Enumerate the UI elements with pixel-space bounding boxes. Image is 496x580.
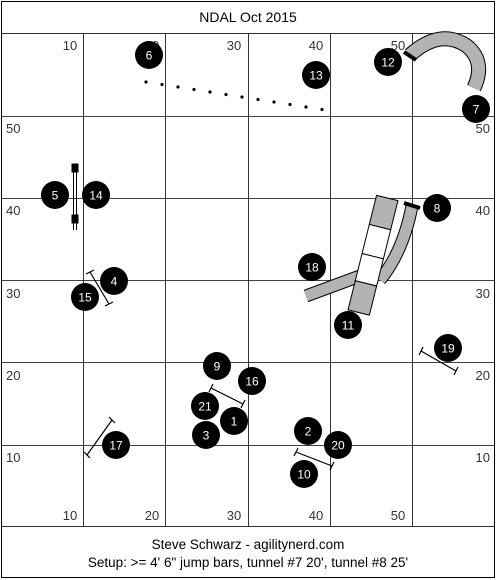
tunnel-8-entry [403, 201, 421, 210]
marker-2: 2 [294, 417, 322, 445]
svg-text:3: 3 [203, 429, 210, 443]
marker-19: 19 [434, 334, 462, 362]
left-label-20: 20 [6, 368, 20, 383]
footer-credit: Steve Schwarz - agilitynerd.com [152, 537, 345, 552]
marker-16: 16 [238, 367, 266, 395]
footer-setup: Setup: >= 4' 6" jump bars, tunnel #7 20'… [88, 555, 408, 570]
marker-15: 15 [71, 283, 99, 311]
tunnel-18 [303, 269, 363, 303]
svg-text:16: 16 [245, 375, 259, 389]
right-label-40: 40 [476, 203, 490, 218]
marker-12: 12 [374, 48, 402, 76]
marker-18: 18 [298, 253, 326, 281]
field-grid [1, 33, 495, 527]
bottom-label-50: 50 [391, 508, 405, 523]
svg-text:5: 5 [52, 189, 59, 203]
jump-19 [418, 346, 459, 376]
jump-10-2 [293, 447, 335, 471]
svg-text:8: 8 [434, 202, 441, 216]
bottom-label-20: 20 [145, 508, 159, 523]
course-title: NDAL Oct 2015 [199, 9, 297, 25]
svg-text:17: 17 [109, 439, 123, 453]
svg-text:14: 14 [89, 189, 103, 203]
tunnel-8 [374, 201, 421, 285]
top-label-30: 30 [227, 38, 241, 53]
bottom-label-40: 40 [309, 508, 323, 523]
jump-4-15 [85, 269, 114, 307]
marker-1: 1 [220, 407, 248, 435]
weave-poles [144, 80, 324, 112]
right-label-10: 10 [476, 450, 490, 465]
bottom-label-10: 10 [63, 508, 77, 523]
svg-text:15: 15 [78, 291, 92, 305]
svg-text:11: 11 [342, 319, 355, 333]
svg-text:9: 9 [214, 360, 221, 374]
top-label-10: 10 [63, 38, 77, 53]
left-label-30: 30 [6, 286, 20, 301]
marker-9: 9 [203, 352, 231, 380]
jump-9-16 [208, 383, 246, 409]
marker-4: 4 [100, 267, 128, 295]
marker-20: 20 [324, 431, 352, 459]
marker-5: 5 [41, 181, 69, 209]
tunnel-12-7 [402, 31, 487, 92]
dog-walk-11 [347, 194, 399, 316]
svg-text:4: 4 [111, 275, 118, 289]
tunnel-12-entry [402, 50, 418, 62]
svg-text:10: 10 [297, 468, 311, 482]
svg-text:1: 1 [231, 415, 238, 429]
marker-13: 13 [302, 61, 330, 89]
svg-text:21: 21 [198, 400, 212, 414]
marker-6: 6 [135, 41, 163, 69]
marker-7: 7 [462, 95, 490, 123]
marker-8: 8 [423, 194, 451, 222]
svg-text:12: 12 [381, 56, 395, 70]
right-label-20: 20 [476, 368, 490, 383]
top-label-50: 50 [391, 38, 405, 53]
svg-text:13: 13 [309, 69, 323, 83]
left-label-50: 50 [6, 121, 20, 136]
left-label-10: 10 [6, 450, 20, 465]
double-jump [71, 163, 79, 230]
svg-text:18: 18 [305, 261, 319, 275]
marker-14: 14 [82, 181, 110, 209]
svg-text:19: 19 [441, 342, 455, 356]
svg-text:7: 7 [473, 103, 480, 117]
jump-17 [83, 416, 116, 459]
marker-21: 21 [191, 392, 219, 420]
marker-11: 11 [334, 311, 362, 339]
marker-17: 17 [102, 431, 130, 459]
top-label-40: 40 [309, 38, 323, 53]
left-label-40: 40 [6, 203, 20, 218]
right-label-30: 30 [476, 286, 490, 301]
svg-text:2: 2 [305, 425, 312, 439]
svg-text:6: 6 [146, 49, 153, 63]
marker-3: 3 [192, 421, 220, 449]
bottom-label-30: 30 [227, 508, 241, 523]
svg-text:20: 20 [331, 439, 345, 453]
right-label-50: 50 [476, 121, 490, 136]
marker-10: 10 [290, 460, 318, 488]
